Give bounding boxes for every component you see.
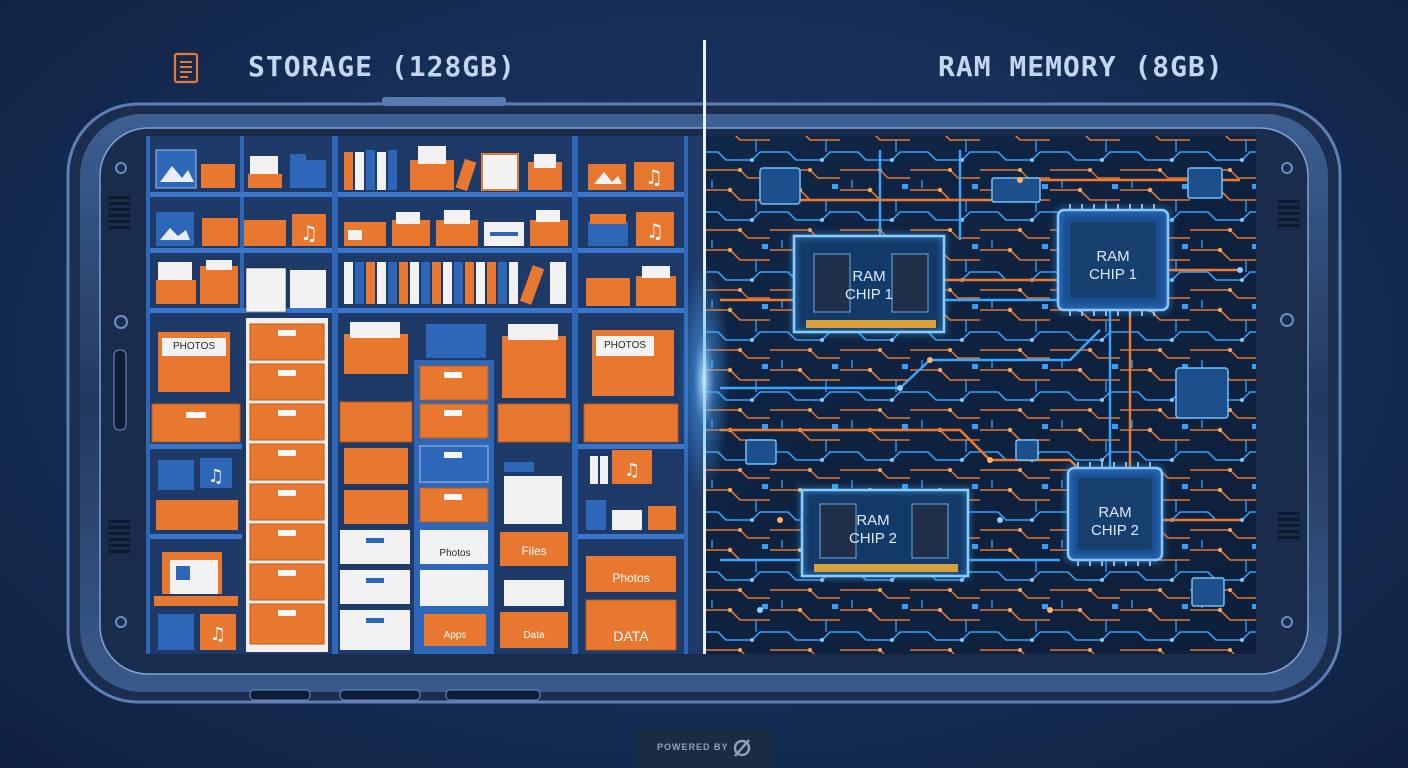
powered-by-text: POWERED BY xyxy=(657,742,729,752)
storage-heading: STORAGE (128GB) xyxy=(248,50,516,83)
svg-text:♫: ♫ xyxy=(646,219,664,243)
powered-by-badge: POWERED BY xyxy=(637,728,771,768)
photos-drawer-label-3: Photos xyxy=(612,571,650,585)
slashed-circle-logo-icon xyxy=(733,739,751,757)
ram-module-1-line2: CHIP 1 xyxy=(844,286,894,303)
document-icon xyxy=(173,52,199,84)
ram-module-2-label: RAM CHIP 2 xyxy=(828,512,918,548)
data-drawer-label: DATA xyxy=(613,628,649,644)
ram-chip-1-line1: RAM xyxy=(1096,248,1130,265)
ram-chip-1-line2: CHIP 1 xyxy=(1088,266,1138,283)
ram-heading: RAM MEMORY (8GB) xyxy=(938,50,1224,83)
photos-drawer-label-2: PHOTOS xyxy=(603,340,647,351)
photos-box-label: Photos xyxy=(439,548,471,559)
svg-text:♫: ♫ xyxy=(210,624,226,645)
ram-chip-2-line1: RAM xyxy=(1098,504,1132,521)
ram-module-1-line1: RAM xyxy=(852,268,886,285)
svg-text:♫: ♫ xyxy=(208,466,224,487)
ram-chip-2-line2: CHIP 2 xyxy=(1090,522,1140,539)
ram-module-2-line2: CHIP 2 xyxy=(848,530,898,547)
svg-text:♫: ♫ xyxy=(645,165,663,189)
ram-module-2-line1: RAM xyxy=(856,512,890,529)
data-box-label: Data xyxy=(523,630,545,641)
svg-text:♫: ♫ xyxy=(624,460,640,481)
files-drawer-label: Files xyxy=(521,544,547,558)
ram-module-1-label: RAM CHIP 1 xyxy=(824,268,914,304)
ram-chip-2-label: RAM CHIP 2 xyxy=(1070,504,1160,540)
ram-chip-1-label: RAM CHIP 1 xyxy=(1068,248,1158,284)
photos-drawer-label-1: PHOTOS xyxy=(172,341,216,352)
apps-box-label: Apps xyxy=(443,630,467,641)
svg-text:♫: ♫ xyxy=(300,221,318,245)
